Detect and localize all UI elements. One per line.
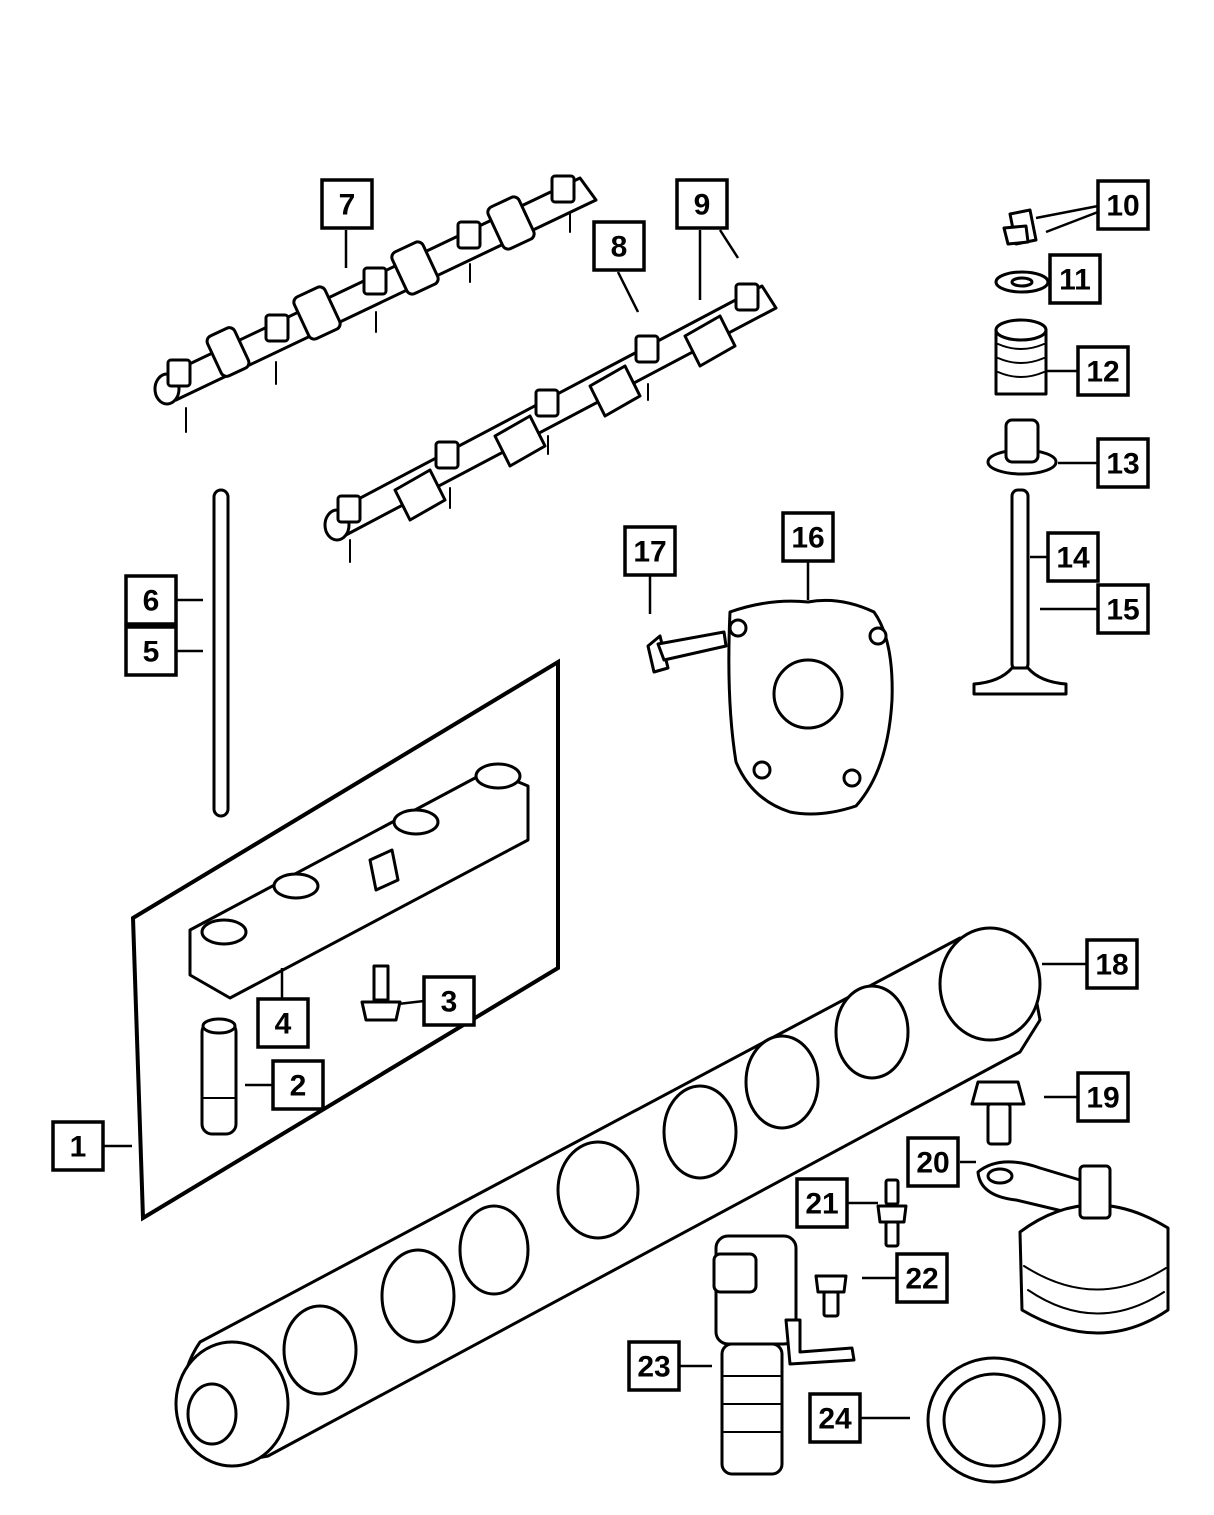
callout-21-label: 21 — [805, 1188, 838, 1221]
callout-11: 11 — [1048, 253, 1102, 305]
callout-19-label: 19 — [1086, 1082, 1119, 1115]
callout-17: 17 — [623, 525, 677, 577]
callout-20: 20 — [906, 1136, 960, 1188]
callout-6-label: 6 — [143, 585, 160, 618]
callout-19: 19 — [1076, 1071, 1130, 1123]
callout-1-label: 1 — [70, 1131, 87, 1164]
rocker-shaft-assembly-left — [153, 174, 598, 433]
callout-4-label: 4 — [275, 1008, 292, 1041]
lifter-kit-frame — [130, 658, 560, 1222]
callout-17-label: 17 — [633, 536, 666, 569]
callout-24-label: 24 — [818, 1403, 852, 1436]
callout-24: 24 — [808, 1392, 862, 1444]
leader-lines — [104, 204, 1099, 1420]
lifter-guide — [188, 762, 530, 1000]
callout-8: 8 — [592, 220, 646, 272]
callout-10: 10 — [1096, 179, 1150, 231]
callout-13-label: 13 — [1106, 448, 1139, 481]
callout-6: 6 — [124, 574, 178, 626]
valve-keeper — [1002, 208, 1038, 246]
callout-4: 4 — [256, 997, 310, 1049]
valve-stem-seal — [986, 418, 1058, 476]
callout-7: 7 — [320, 178, 374, 230]
callout-10-label: 10 — [1106, 190, 1139, 223]
flat-head-screw — [646, 630, 728, 674]
callout-14-label: 14 — [1056, 542, 1090, 575]
callout-22: 22 — [895, 1252, 949, 1304]
callout-15: 15 — [1096, 583, 1150, 635]
solenoid-bolt-upper — [876, 1178, 908, 1248]
callout-18-label: 18 — [1095, 949, 1128, 982]
camshaft-position-sensor — [976, 1160, 1170, 1335]
callout-2: 2 — [271, 1059, 325, 1111]
camshaft-retainer-plate — [727, 598, 894, 816]
callout-1: 1 — [51, 1120, 105, 1172]
sensor-bolt — [970, 1080, 1026, 1146]
callout-8-label: 8 — [611, 231, 628, 264]
callout-3-label: 3 — [441, 986, 458, 1019]
oil-control-solenoid — [712, 1234, 856, 1476]
seal-ring — [926, 1356, 1062, 1484]
spring-retainer — [994, 270, 1050, 294]
callout-22-label: 22 — [905, 1263, 938, 1296]
callout-14: 14 — [1046, 531, 1100, 583]
callout-5: 5 — [124, 625, 178, 677]
valve — [972, 488, 1068, 696]
callout-20-label: 20 — [916, 1147, 949, 1180]
callout-15-label: 15 — [1106, 594, 1139, 627]
rocker-shaft-assembly-right — [323, 282, 778, 563]
callout-3: 3 — [422, 975, 476, 1027]
callout-16-label: 16 — [791, 522, 824, 555]
callout-7-label: 7 — [339, 189, 356, 222]
valve-spring — [994, 318, 1048, 396]
callout-9-label: 9 — [694, 189, 711, 222]
callout-18: 18 — [1085, 938, 1139, 990]
hydraulic-lifter — [200, 1017, 238, 1136]
callout-11-label: 11 — [1059, 264, 1091, 297]
callout-16: 16 — [781, 511, 835, 563]
callout-12-label: 12 — [1086, 356, 1119, 389]
callout-21: 21 — [795, 1177, 849, 1229]
camshaft — [174, 926, 1042, 1468]
callout-5-label: 5 — [143, 636, 160, 669]
solenoid-bolt-lower — [814, 1274, 848, 1318]
callout-23-label: 23 — [637, 1351, 670, 1384]
callout-9: 9 — [675, 178, 729, 230]
guide-bolt — [360, 964, 402, 1022]
pushrod — [212, 488, 230, 818]
callout-2-label: 2 — [290, 1070, 307, 1103]
callout-12: 12 — [1076, 345, 1130, 397]
callout-13: 13 — [1096, 437, 1150, 489]
callout-23: 23 — [627, 1340, 681, 1392]
